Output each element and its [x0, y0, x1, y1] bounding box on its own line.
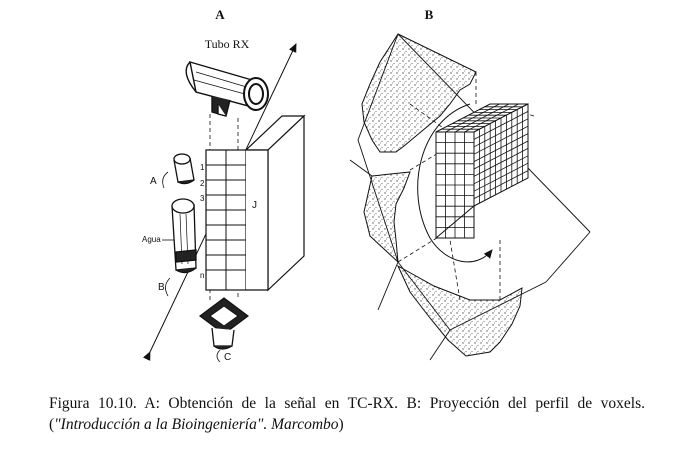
caption-source: "Introducción a la Bioingeniería". Marco… — [54, 416, 339, 433]
tube-label: Tubo RX — [205, 37, 250, 51]
voxel-grid — [436, 103, 529, 238]
sample-label-a: A — [150, 176, 157, 187]
rotation-arc — [417, 103, 493, 263]
panel-a-title: A — [215, 7, 225, 22]
voxel-grid-line — [473, 162, 529, 192]
figure-illustration: A Tubo RX — [142, 7, 591, 363]
voxel-grid-line — [473, 170, 529, 199]
detector-label: J — [252, 200, 257, 211]
projection-profile-left — [363, 171, 411, 264]
projection-profile-top — [361, 33, 477, 153]
xray-tube — [185, 61, 269, 117]
voxel-grid-line — [473, 140, 529, 170]
detector-cells — [206, 150, 246, 290]
row-number-1: 1 — [200, 163, 205, 172]
caption-text: Figura 10.10. A: Obtención de la señal e… — [49, 395, 645, 433]
sample-b — [165, 198, 197, 297]
row-number-n: n — [200, 271, 204, 280]
voxel-grid-line — [473, 148, 529, 177]
voxel-grid-line — [473, 155, 529, 185]
projection-profile-bottom — [396, 264, 523, 357]
sample-label-c: C — [224, 352, 231, 363]
caption-closing: ) — [338, 416, 344, 433]
panel-b-title: B — [425, 7, 434, 22]
row-number-2: 2 — [200, 179, 205, 188]
water-label: Agua — [142, 235, 161, 244]
sample-label-b: B — [158, 282, 165, 293]
row-number-3: 3 — [200, 194, 205, 203]
receiver-c — [199, 297, 249, 363]
panel-a: A Tubo RX — [142, 7, 306, 363]
voxel-cube — [435, 103, 529, 239]
sample-a — [162, 153, 195, 189]
figure-caption: Figura 10.10. A: Obtención de la señal e… — [49, 393, 645, 435]
panel-b: B — [349, 7, 591, 361]
